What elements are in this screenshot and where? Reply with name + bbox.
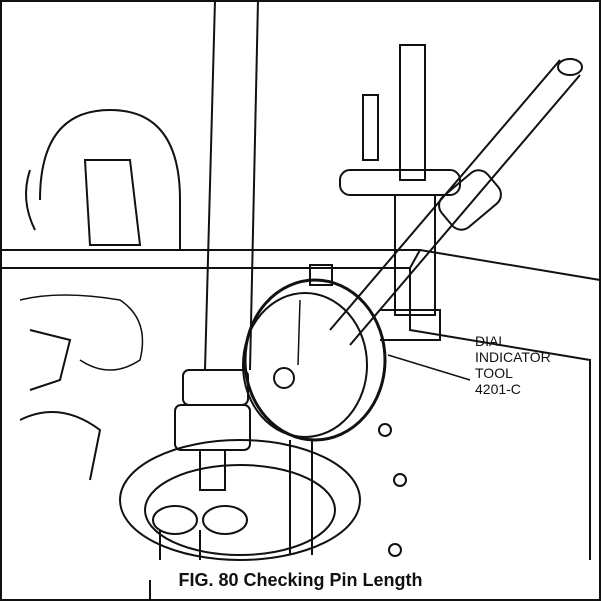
callout-line: 4201-C <box>475 381 521 397</box>
stand-post <box>362 94 379 161</box>
callout-line: INDICATOR <box>475 349 551 365</box>
pin-adapter <box>174 404 251 451</box>
housing <box>39 108 181 250</box>
rod <box>204 0 259 371</box>
valve-body <box>19 294 144 371</box>
bore <box>119 439 361 561</box>
dial-indicator-callout: DIAL INDICATOR TOOL 4201-C <box>475 333 551 397</box>
callout-line: DIAL <box>475 333 507 349</box>
case-top-edge <box>0 249 601 281</box>
figure-caption: FIG. 80 Checking Pin Length <box>178 570 423 590</box>
diagonal-bar <box>329 59 581 346</box>
callout-line: TOOL <box>475 365 513 381</box>
callout-leader <box>387 354 471 381</box>
dial-gauge <box>243 278 387 442</box>
